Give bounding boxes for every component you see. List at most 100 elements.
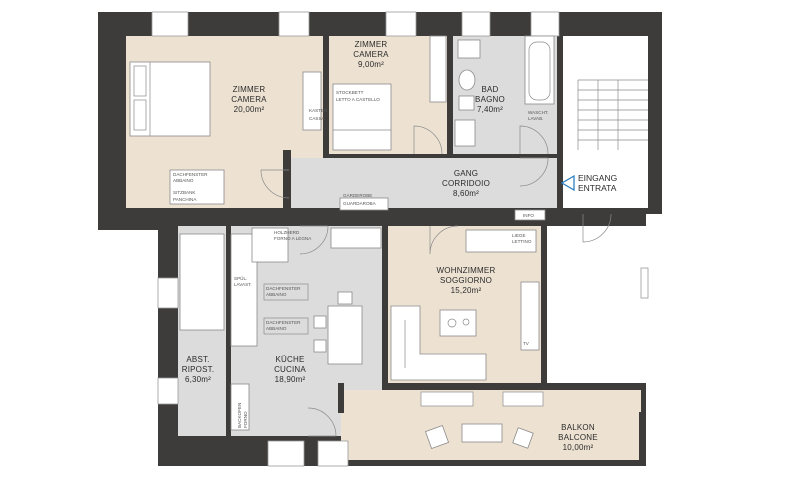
label-stockbett: STOCKBETT [336, 90, 364, 95]
svg-text:10,00m²: 10,00m² [563, 443, 594, 452]
label-abbaino-1: ABBAINO [173, 178, 194, 183]
svg-text:WOHNZIMMER: WOHNZIMMER [437, 266, 496, 275]
window-top-4 [461, 11, 491, 37]
svg-text:KÜCHE: KÜCHE [275, 355, 304, 364]
bidet [458, 95, 475, 111]
room-label-gang: GANG CORRIDOIO 8,60m² [442, 169, 490, 198]
window-top-5 [530, 11, 560, 37]
label-liege: LIEGE [512, 233, 526, 238]
room-label-bad: BAD BAGNO 7,40m² [475, 85, 505, 114]
window-top-1 [151, 11, 189, 37]
window-bottom-4 [502, 391, 544, 407]
door-zimmer-large [260, 169, 290, 199]
tv-unit [520, 281, 540, 351]
coffee-table [439, 309, 477, 337]
label-backofen: BACKOFEN [237, 403, 242, 428]
chair-1 [313, 315, 327, 329]
entrance-label-line2: ENTRATA [578, 183, 617, 193]
label-sitzbank: SITZBANK [173, 190, 196, 195]
room-label-balkon: BALKON BALCONE 10,00m² [558, 423, 598, 452]
window-top-3 [385, 11, 417, 37]
svg-text:CAMERA: CAMERA [353, 50, 389, 59]
staircase [577, 79, 648, 150]
svg-text:6,30m²: 6,30m² [185, 375, 211, 384]
label-dachfenster-1: DACHFENSTER [173, 172, 208, 177]
label-holzherd: HOLZHERD [274, 230, 300, 235]
balcony-table [461, 423, 503, 443]
label-dachfenster-2: DACHFENSTER [266, 286, 301, 291]
wood-stove [251, 227, 289, 263]
liege-lettino [465, 229, 537, 253]
svg-text:BALCONE: BALCONE [558, 433, 598, 442]
toilet [458, 69, 476, 91]
chair-2 [313, 339, 327, 353]
label-dachfenster-3: DACHFENSTER [266, 320, 301, 325]
svg-text:ZIMMER: ZIMMER [355, 40, 388, 49]
label-kasten: KASTEN [309, 108, 327, 113]
svg-text:7,40m²: 7,40m² [477, 105, 503, 114]
svg-text:15,20m²: 15,20m² [451, 286, 482, 295]
label-spuele: SPÜL. [234, 275, 247, 281]
label-guardaroba: GUARDAROBA [343, 201, 377, 206]
label-cassa: CASSA [309, 116, 326, 121]
skylight-kitchen-2 [263, 317, 309, 335]
room-label-zimmer-small: ZIMMER CAMERA 9,00m² [353, 40, 389, 69]
storage-shelf [179, 233, 225, 331]
svg-text:BAD: BAD [481, 85, 498, 94]
wardrobe-zimmer-large [302, 71, 322, 131]
svg-text:CORRIDOIO: CORRIDOIO [442, 179, 490, 188]
chair-3 [337, 291, 353, 305]
floor-right-void [547, 226, 648, 383]
svg-text:8,60m²: 8,60m² [453, 189, 479, 198]
door-kueche [299, 225, 329, 255]
skylight-kitchen-1 [263, 283, 309, 301]
svg-text:ABST.: ABST. [186, 355, 209, 364]
svg-text:SOGGIORNO: SOGGIORNO [440, 276, 492, 285]
door-stairwell [582, 213, 612, 243]
info-panel [514, 209, 546, 221]
floor-stairwell [563, 36, 648, 208]
svg-text:9,00m²: 9,00m² [358, 60, 384, 69]
door-balkon [307, 407, 337, 437]
svg-text:18,90m²: 18,90m² [275, 375, 306, 384]
svg-text:ZIMMER: ZIMMER [233, 85, 266, 94]
room-label-abst: ABST. RIPOST. 6,30m² [182, 355, 215, 384]
label-lavast: LAVAST. [234, 282, 252, 287]
door-entrance [519, 157, 549, 187]
room-label-wohnzimmer: WOHNZIMMER SOGGIORNO 15,20m² [437, 266, 496, 295]
window-bottom-1 [267, 440, 305, 467]
window-bottom-2 [317, 440, 349, 467]
dining-table [327, 305, 363, 365]
balcony-chair-1 [424, 424, 450, 450]
label-letto-castello: LETTO A CASTELLO [336, 97, 380, 102]
floor-gang [289, 158, 557, 208]
room-label-kueche: KÜCHE CUCINA 18,90m² [274, 355, 306, 384]
balcony-chair-2 [512, 427, 534, 449]
svg-text:20,00m²: 20,00m² [234, 105, 265, 114]
label-abbaino-3: ABBAINO [266, 326, 287, 331]
svg-text:CUCINA: CUCINA [274, 365, 306, 374]
label-lettino: LETTINO [512, 239, 532, 244]
garderobe [339, 197, 389, 211]
backofen [230, 383, 250, 431]
shelf-zimmer-small [429, 35, 447, 103]
washbasin [454, 119, 476, 147]
shower-tray [457, 39, 481, 59]
label-info: INFO [523, 213, 534, 218]
label-abbaino-2: ABBAINO [266, 292, 287, 297]
label-tv: TV [523, 341, 530, 346]
svg-text:RIPOST.: RIPOST. [182, 365, 215, 374]
window-top-2 [278, 11, 310, 37]
entrance-label-line1: EINGANG [578, 173, 617, 183]
svg-text:BALKON: BALKON [561, 423, 595, 432]
window-left-2 [157, 377, 179, 405]
door-bad [519, 125, 549, 155]
label-panchina: PANCHINA [173, 197, 197, 202]
room-label-zimmer-large: ZIMMER CAMERA 20,00m² [231, 85, 267, 114]
bathtub [524, 35, 555, 105]
window-left-1 [157, 277, 179, 309]
label-garderobe: GARDEROBE [343, 193, 372, 198]
wall-gang-left [283, 150, 291, 212]
wall-kitchen-balcony [338, 383, 344, 413]
